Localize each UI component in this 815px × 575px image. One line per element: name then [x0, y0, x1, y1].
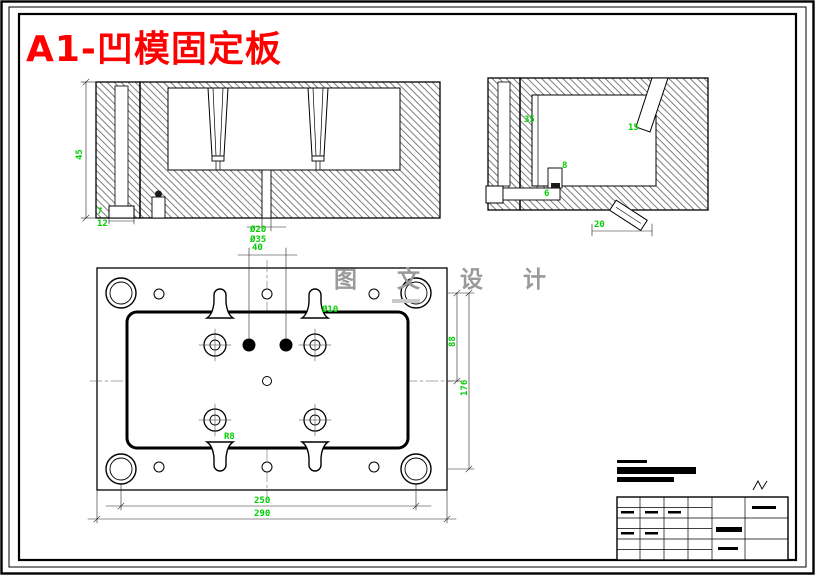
side-angled-hole	[635, 77, 669, 133]
side-runner-channel	[502, 187, 561, 201]
technical-notes	[617, 460, 696, 482]
dim-plan-right-inner: 88	[448, 336, 458, 347]
dim-plan-hole-span: 40	[252, 243, 263, 253]
drawing-title: A1-凹模固定板	[26, 29, 282, 70]
surface-finish-mark	[752, 480, 768, 491]
plan-slot-top-right	[299, 288, 331, 319]
plan-center-hole	[262, 376, 272, 386]
front-tapered-plug-a	[207, 87, 229, 171]
plan-screw-holes	[153, 288, 380, 473]
plan-slot-bottom-left	[204, 441, 236, 472]
watermark: 图 文 设 计	[334, 267, 563, 293]
plan-right-dims	[446, 289, 475, 473]
watermark-subtext	[392, 299, 420, 303]
front-dowel-pin	[151, 190, 166, 219]
side-loose-part	[608, 199, 648, 232]
side-section-view	[485, 77, 709, 237]
dim-plan-width-inner: 250	[254, 496, 271, 506]
front-center-slot	[261, 169, 272, 219]
plan-slot-bottom-right	[299, 441, 331, 472]
front-dimension-lines	[80, 78, 287, 232]
dim-plan-width-outer: 290	[254, 509, 271, 519]
front-bolt-hole	[114, 85, 129, 209]
title-block-text-marks	[621, 506, 776, 550]
front-tapered-plug-b	[307, 87, 329, 171]
dim-side-bottom: 20	[594, 220, 605, 230]
dim-plan-right-outer: 176	[460, 379, 470, 396]
dim-plan-hole-dia: Ø10	[322, 305, 339, 315]
plan-slot-top-left	[204, 288, 236, 319]
plan-dowel-hole-right	[279, 338, 293, 352]
front-counterbore-detail	[108, 205, 135, 219]
dim-plan-fillet: R8	[224, 432, 235, 442]
front-cavity	[167, 87, 401, 171]
side-gate-detail	[551, 183, 560, 188]
dim-front-slot-dia: Ø20	[250, 225, 267, 235]
title-block	[616, 496, 789, 561]
dim-side-depth: 35	[524, 115, 535, 125]
front-section-view	[80, 78, 441, 232]
dim-front-slot-dia2: Ø35	[250, 235, 267, 245]
plan-view	[87, 247, 475, 524]
dim-front-pin: 7	[97, 207, 103, 217]
side-dimension-lines	[591, 223, 653, 237]
plan-bottom-dims	[87, 483, 457, 524]
plan-dowel-hole-left	[242, 338, 256, 352]
plan-counterbored-holes	[198, 328, 332, 437]
dim-side-step: 8	[562, 161, 568, 171]
dim-side-taper: 15	[628, 123, 639, 133]
side-bolt-hole	[497, 81, 511, 187]
dim-front-counterbore: 12	[97, 219, 108, 229]
dim-front-height: 45	[75, 149, 85, 160]
plan-dowel-dim	[237, 247, 298, 339]
dim-side-runner: 6	[544, 189, 550, 199]
side-corner-block	[485, 185, 504, 204]
